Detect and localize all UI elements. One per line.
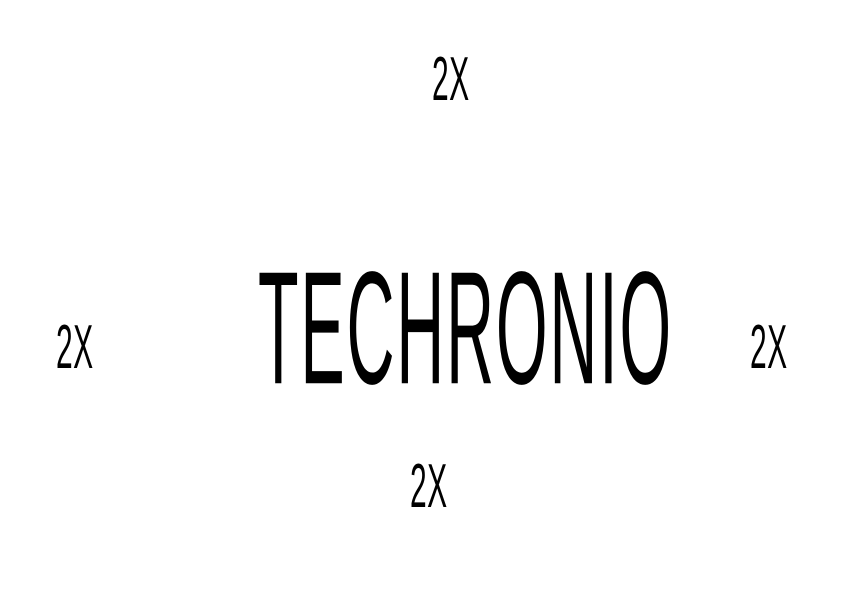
clearspace-label-right: 2X [750, 311, 788, 382]
clearspace-label-left: 2X [56, 311, 94, 382]
clearspace-label-top: 2X [432, 43, 470, 114]
logo-wordmark: TECHRONIO [258, 238, 673, 418]
clearspace-label-bottom: 2X [410, 450, 448, 521]
